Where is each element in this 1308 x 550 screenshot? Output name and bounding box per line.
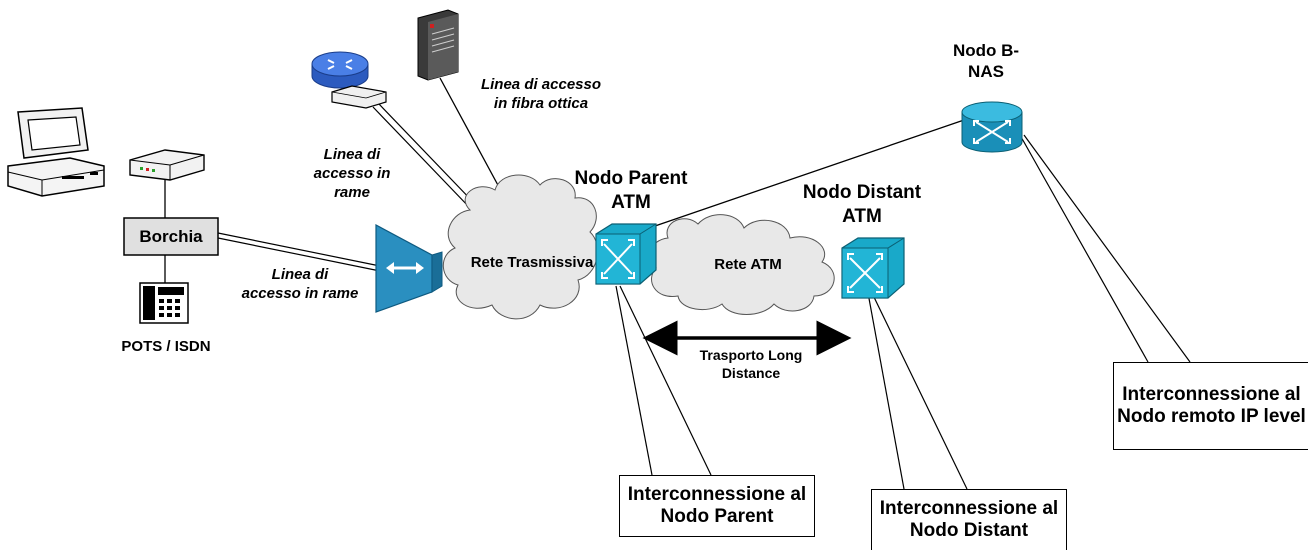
phone-icon bbox=[139, 282, 189, 324]
server-icon bbox=[417, 9, 459, 81]
copper-line-label-lower: Linea di accesso in rame bbox=[241, 266, 359, 302]
fiber-line-label: Linea di accesso in fibra ottica bbox=[480, 76, 602, 112]
cloud-icon bbox=[442, 174, 599, 320]
pots-isdn-label: POTS / ISDN bbox=[121, 338, 211, 355]
callout-interconnessione-remoto: Interconnessione al Nodo remoto IP level bbox=[1113, 362, 1308, 450]
modem-icon bbox=[331, 85, 387, 109]
borchia-box bbox=[123, 217, 219, 256]
computer-icon bbox=[7, 107, 105, 197]
callout-pointer-remoto bbox=[1019, 134, 1191, 363]
trasporto-label: Trasporto Long Distance bbox=[699, 347, 803, 381]
atm-switch-icon bbox=[595, 223, 657, 285]
callout-parent-text: Interconnessione al Nodo Parent bbox=[627, 484, 807, 527]
copper-line-modem-cloud bbox=[372, 102, 477, 210]
borchia-label: Borchia bbox=[139, 227, 203, 246]
nodo-bnas-label: Nodo B-NAS bbox=[952, 41, 1020, 82]
bnas-router-icon bbox=[961, 101, 1023, 153]
fiber-line-server-cloud bbox=[439, 77, 507, 201]
rete-atm-label: Rete ATM bbox=[714, 256, 782, 273]
callout-pointer-distant bbox=[867, 292, 968, 490]
cloud-icon bbox=[647, 214, 835, 315]
dslam-icon bbox=[375, 223, 443, 313]
copper-line-label-upper: Linea di accesso in rame bbox=[313, 146, 391, 201]
parent-bnas-line bbox=[654, 119, 965, 227]
callout-pointer-parent bbox=[615, 285, 712, 476]
callout-interconnessione-distant: Interconnessione al Nodo Distant bbox=[871, 489, 1067, 550]
modem-icon bbox=[129, 149, 205, 181]
copper-line-borchia-dslam bbox=[217, 232, 381, 272]
nodo-distant-label: Nodo Distant ATM bbox=[802, 182, 922, 227]
callout-distant-text: Interconnessione al Nodo Distant bbox=[879, 498, 1059, 541]
nodo-parent-label: Nodo Parent ATM bbox=[574, 168, 688, 213]
callout-interconnessione-parent: Interconnessione al Nodo Parent bbox=[619, 475, 815, 537]
rete-trasmissiva-label: Rete Trasmissiva bbox=[470, 254, 594, 271]
callout-remoto-text: Interconnessione al Nodo remoto IP level bbox=[1117, 384, 1306, 427]
atm-switch-icon bbox=[841, 237, 905, 299]
router-icon bbox=[311, 51, 369, 89]
